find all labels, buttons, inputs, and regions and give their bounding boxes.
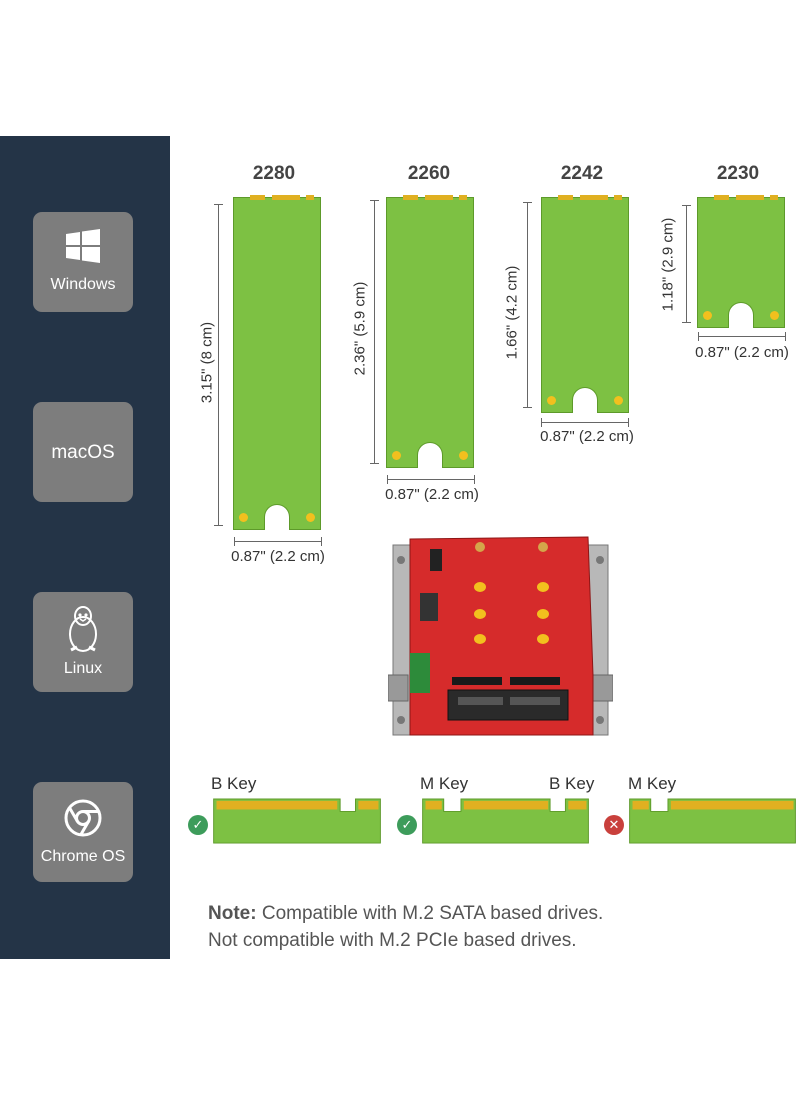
compatibility-note: Note: Compatible with M.2 SATA based dri… xyxy=(208,900,603,954)
os-tile-chromeos: Chrome OS xyxy=(33,782,133,882)
b-key-connector xyxy=(213,798,381,844)
m2-module-2230 xyxy=(697,195,785,328)
os-tile-windows: Windows xyxy=(33,212,133,312)
note-line-2: Not compatible with M.2 PCIe based drive… xyxy=(208,930,577,951)
width-label-2230: 0.87" (2.2 cm) xyxy=(695,344,789,361)
length-label-2242: 1.66" (4.2 cm) xyxy=(503,265,521,360)
x-icon: ✕ xyxy=(604,815,624,835)
module-size-2260: 2260 xyxy=(407,163,451,184)
os-label-linux: Linux xyxy=(63,660,103,677)
os-sidebar: Windows macOS Linux xyxy=(0,136,170,959)
module-size-2242: 2242 xyxy=(560,163,604,184)
length-dimension-2230 xyxy=(682,205,691,323)
m2-module-2260 xyxy=(386,195,474,468)
length-dimension-2260 xyxy=(370,200,379,464)
key-label-b: B Key xyxy=(211,774,257,793)
m2-module-2242 xyxy=(541,195,629,413)
check-icon: ✓ xyxy=(188,815,208,835)
os-label-windows: Windows xyxy=(50,276,116,293)
m-key-connector xyxy=(629,798,796,844)
os-label-macos: macOS xyxy=(51,442,115,463)
key-label-m: M Key xyxy=(420,774,469,793)
os-tile-linux: Linux xyxy=(33,592,133,692)
windows-icon xyxy=(33,228,133,268)
width-dimension-2260 xyxy=(387,475,475,484)
length-dimension-2280 xyxy=(214,204,223,526)
width-label-2260: 0.87" (2.2 cm) xyxy=(385,486,479,503)
width-dimension-2280 xyxy=(234,537,322,546)
os-label-chromeos: Chrome OS xyxy=(40,848,126,865)
m2-module-2280 xyxy=(233,195,321,530)
width-label-2280: 0.87" (2.2 cm) xyxy=(231,548,325,565)
tux-penguin-icon xyxy=(33,604,133,654)
width-dimension-2242 xyxy=(541,418,629,427)
os-tile-macos: macOS xyxy=(33,402,133,502)
key-label-m-2: M Key xyxy=(628,774,677,793)
length-label-2230: 1.18" (2.9 cm) xyxy=(659,217,677,312)
adapter-board-image xyxy=(388,536,613,736)
bm-key-connector xyxy=(422,798,589,844)
length-label-2280: 3.15" (8 cm) xyxy=(198,321,216,404)
width-label-2242: 0.87" (2.2 cm) xyxy=(540,428,634,445)
width-dimension-2230 xyxy=(698,332,786,341)
check-icon-2: ✓ xyxy=(397,815,417,835)
note-prefix: Note: xyxy=(208,903,257,924)
module-size-2230: 2230 xyxy=(716,163,760,184)
chrome-icon xyxy=(33,798,133,838)
note-line-1: Compatible with M.2 SATA based drives. xyxy=(256,903,604,924)
length-dimension-2242 xyxy=(523,202,532,408)
length-label-2260: 2.36" (5.9 cm) xyxy=(351,281,369,376)
key-label-b-2: B Key xyxy=(549,774,595,793)
module-size-2280: 2280 xyxy=(252,163,296,184)
